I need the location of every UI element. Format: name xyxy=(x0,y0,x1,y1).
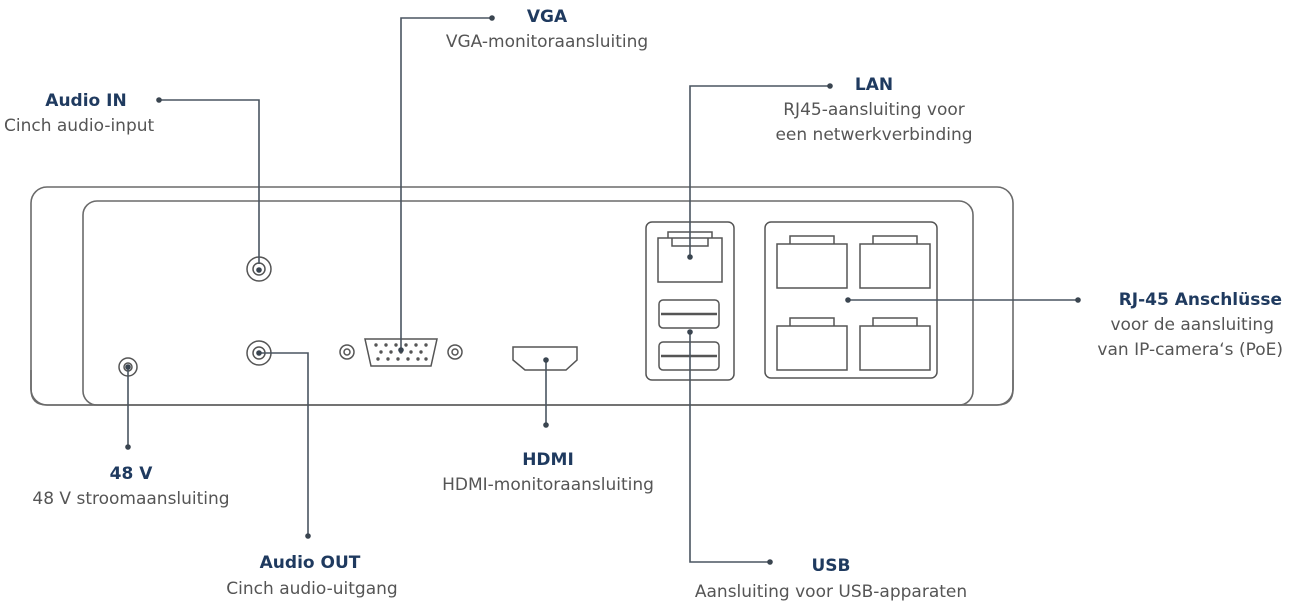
vga-port xyxy=(339,338,463,367)
usb-port-2 xyxy=(658,341,720,371)
leader-usb xyxy=(689,332,770,563)
leader-lines xyxy=(127,17,1078,563)
device-housing xyxy=(30,186,1014,406)
power-title: 48 V xyxy=(109,464,153,484)
rj45-port-1 xyxy=(776,235,848,289)
rj45-description-line2: van IP-camera‘s (PoE) xyxy=(1097,340,1283,360)
audio-in-description: Cinch audio-input xyxy=(4,116,155,136)
leader-audio-in xyxy=(159,99,260,264)
hdmi-description: HDMI-monitoraansluiting xyxy=(442,475,654,495)
nvr-device xyxy=(30,186,1014,406)
leader-lan xyxy=(689,85,830,257)
poe-module xyxy=(764,221,938,379)
device-inner-panel xyxy=(82,200,974,406)
power-description: 48 V stroomaansluiting xyxy=(32,489,230,509)
vga-description: VGA-monitoraansluiting xyxy=(445,32,649,52)
hdmi-port xyxy=(512,346,578,371)
rj45-title: RJ-45 Anschlüsse xyxy=(1118,290,1282,310)
rj45-description-line1: voor de aansluiting xyxy=(1110,315,1274,335)
hdmi-title: HDMI xyxy=(522,450,574,470)
leader-dots xyxy=(125,15,1081,565)
rj45-port-3 xyxy=(776,317,848,371)
device-bottom-edge xyxy=(30,370,1014,406)
audio-in-title: Audio IN xyxy=(45,91,127,111)
usb-description: Aansluiting voor USB-apparaten xyxy=(694,582,968,602)
usb-title: USB xyxy=(811,556,851,576)
vga-title: VGA xyxy=(526,7,568,27)
usb-port-1 xyxy=(658,299,720,329)
rj45-port-2 xyxy=(859,235,931,289)
audio-out-title: Audio OUT xyxy=(259,553,361,573)
leader-audio-out xyxy=(259,352,309,536)
lan-description-line1: RJ45-aansluiting voor xyxy=(783,100,965,120)
leader-vga xyxy=(400,17,492,350)
rj45-port-4 xyxy=(859,317,931,371)
lan-description-line2: een netwerkverbinding xyxy=(775,125,973,145)
lan-title: LAN xyxy=(854,75,894,95)
audio-out-description: Cinch audio-uitgang xyxy=(226,579,398,599)
